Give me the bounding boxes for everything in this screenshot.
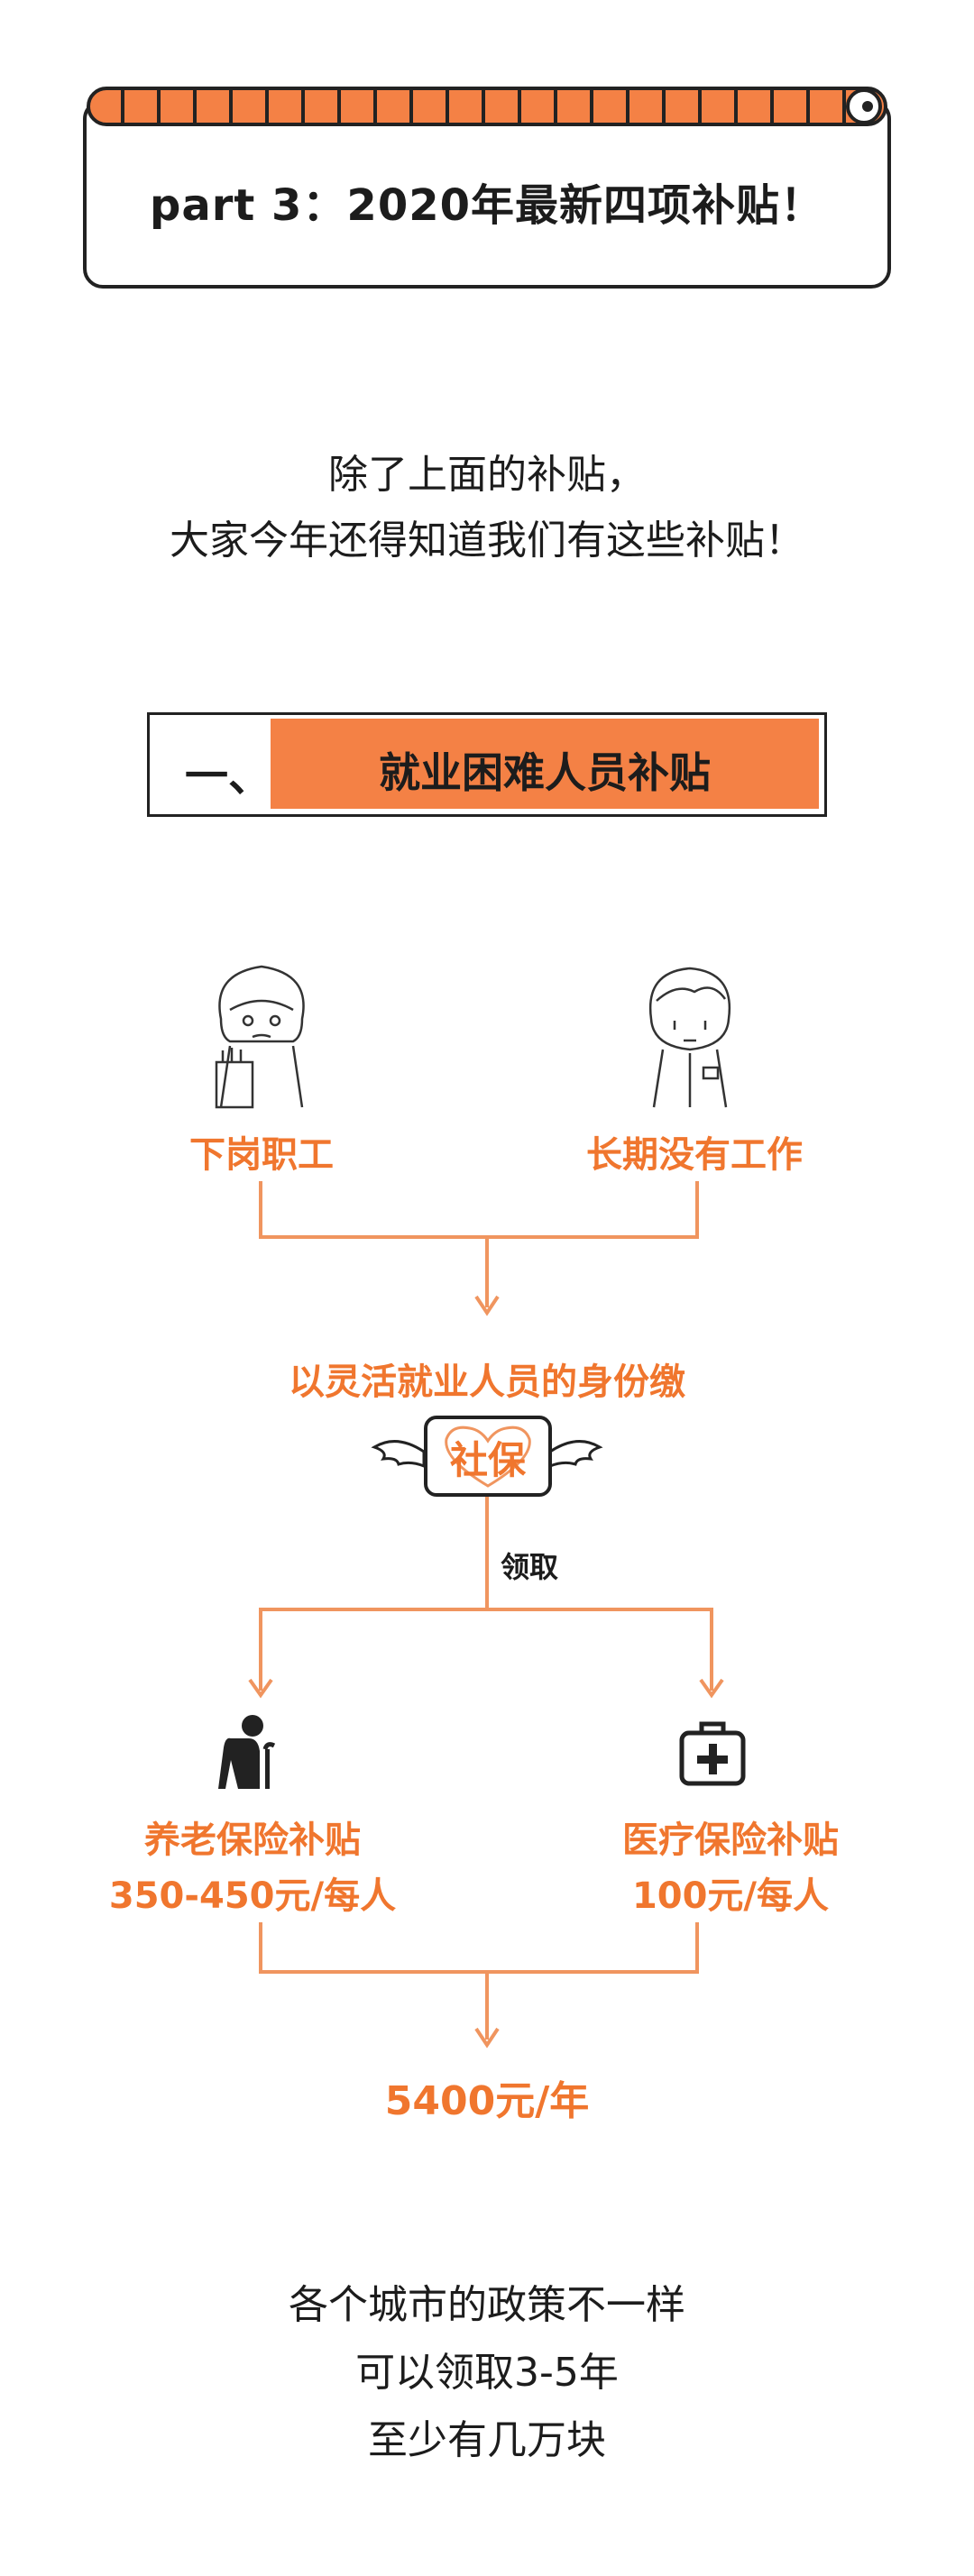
pension-subsidy-label: 养老保险补贴 <box>144 1820 361 1861</box>
elderly-person-icon <box>218 1715 276 1789</box>
intro-line-2: 大家今年还得知道我们有这些补贴！ <box>170 518 804 564</box>
wings-icon <box>371 1440 603 1469</box>
notebook-binding-decoration <box>87 87 887 126</box>
medical-subsidy-label: 医疗保险补贴 <box>622 1820 839 1861</box>
page-title: part 3：2020年最新四项补贴！ <box>149 180 825 231</box>
pension-subsidy-amount: 350-450元/每人 <box>108 1875 397 1917</box>
heart-icon <box>445 1426 531 1488</box>
young-unemployed-illustration <box>648 967 731 1108</box>
section-heading-band <box>271 719 819 809</box>
medical-subsidy-amount: 100元/每人 <box>631 1875 830 1917</box>
section-number: 一、 <box>185 751 272 802</box>
receive-label: 领取 <box>501 1550 559 1584</box>
flexible-employment-condition: 以灵活就业人员的身份缴 <box>289 1361 685 1403</box>
annual-total: 5400元/年 <box>384 2078 590 2124</box>
footer-line-2: 可以领取3-5年 <box>355 2350 619 2396</box>
laid-off-worker-label: 下岗职工 <box>189 1134 334 1176</box>
first-aid-kit-icon <box>679 1721 746 1786</box>
footer-line-1: 各个城市的政策不一样 <box>289 2282 685 2328</box>
footer-line-3: 至少有几万块 <box>368 2417 606 2463</box>
long-term-unemployed-label: 长期没有工作 <box>586 1134 803 1176</box>
social-security-text: 社保 <box>449 1438 526 1482</box>
merge-connector <box>259 1181 699 1316</box>
total-connector <box>259 1922 699 2049</box>
social-security-badge <box>424 1416 552 1497</box>
intro-line-1: 除了上面的补贴， <box>328 452 646 498</box>
section-title: 就业困难人员补贴 <box>379 748 711 797</box>
elderly-worker-illustration <box>215 965 305 1109</box>
split-connector <box>248 1497 724 1699</box>
